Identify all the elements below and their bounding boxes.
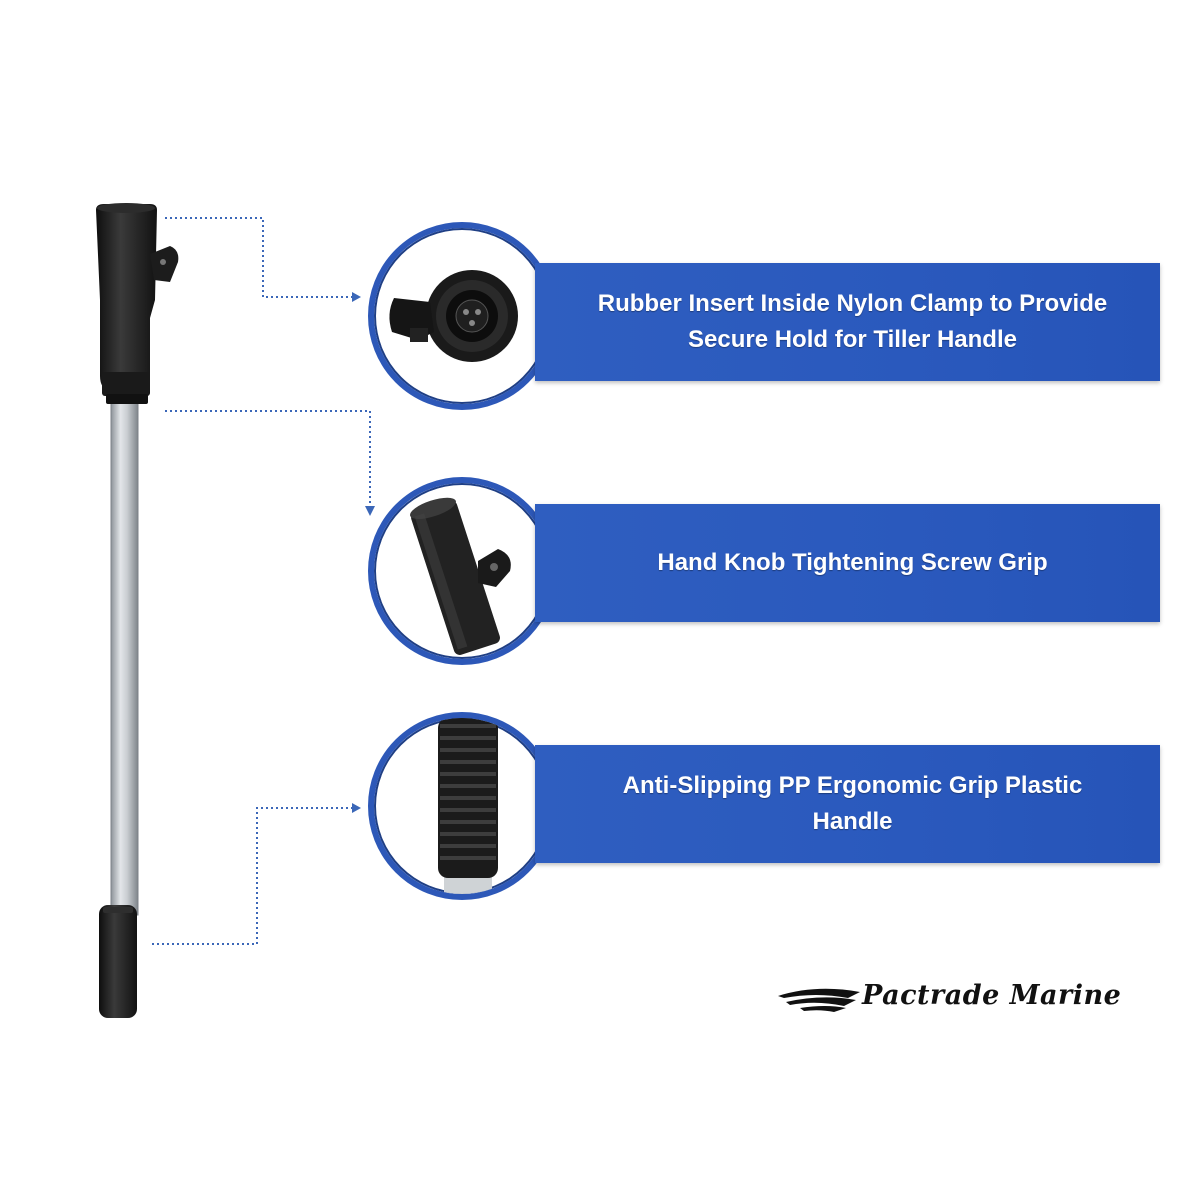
bottom-grip: [99, 905, 137, 1018]
brand-name: Pactrade Marine: [862, 980, 1122, 1011]
connector-arrowheads: [352, 292, 375, 813]
feature-banner-clamp: Rubber Insert Inside Nylon Clamp to Prov…: [535, 263, 1160, 381]
ribbed-grip-image: [438, 718, 498, 894]
feature-line: Anti-Slipping PP Ergonomic Grip Plastic: [622, 772, 1083, 799]
detail-circle-grip: [368, 712, 556, 900]
hand-knob-image: [410, 497, 511, 655]
top-clamp: [96, 203, 179, 404]
detail-circle-knob: [368, 477, 556, 665]
detail-circle-clamp: [368, 222, 556, 410]
feature-line: Secure Hold for Tiller Handle: [688, 326, 1017, 353]
connector-lines: [152, 217, 371, 945]
feature-banner-grip: Anti-Slipping PP Ergonomic Grip Plastic …: [535, 745, 1160, 863]
feature-line: Rubber Insert Inside Nylon Clamp to Prov…: [597, 290, 1108, 317]
shaft: [110, 399, 139, 916]
brand-logo-icon: [778, 988, 860, 1012]
feature-line: Handle: [812, 808, 893, 835]
feature-line: Hand Knob Tightening Screw Grip: [657, 549, 1048, 576]
feature-text-clamp: Rubber Insert Inside Nylon Clamp to Prov…: [598, 286, 1107, 358]
feature-text-knob: Hand Knob Tightening Screw Grip: [657, 545, 1047, 581]
feature-text-grip: Anti-Slipping PP Ergonomic Grip Plastic …: [623, 768, 1083, 840]
feature-banner-knob: Hand Knob Tightening Screw Grip: [535, 504, 1160, 622]
connector-line-1: [165, 217, 352, 298]
clamp-insert-image: [389, 270, 518, 362]
connector-line-3: [152, 807, 352, 945]
connector-line-2: [165, 410, 371, 508]
